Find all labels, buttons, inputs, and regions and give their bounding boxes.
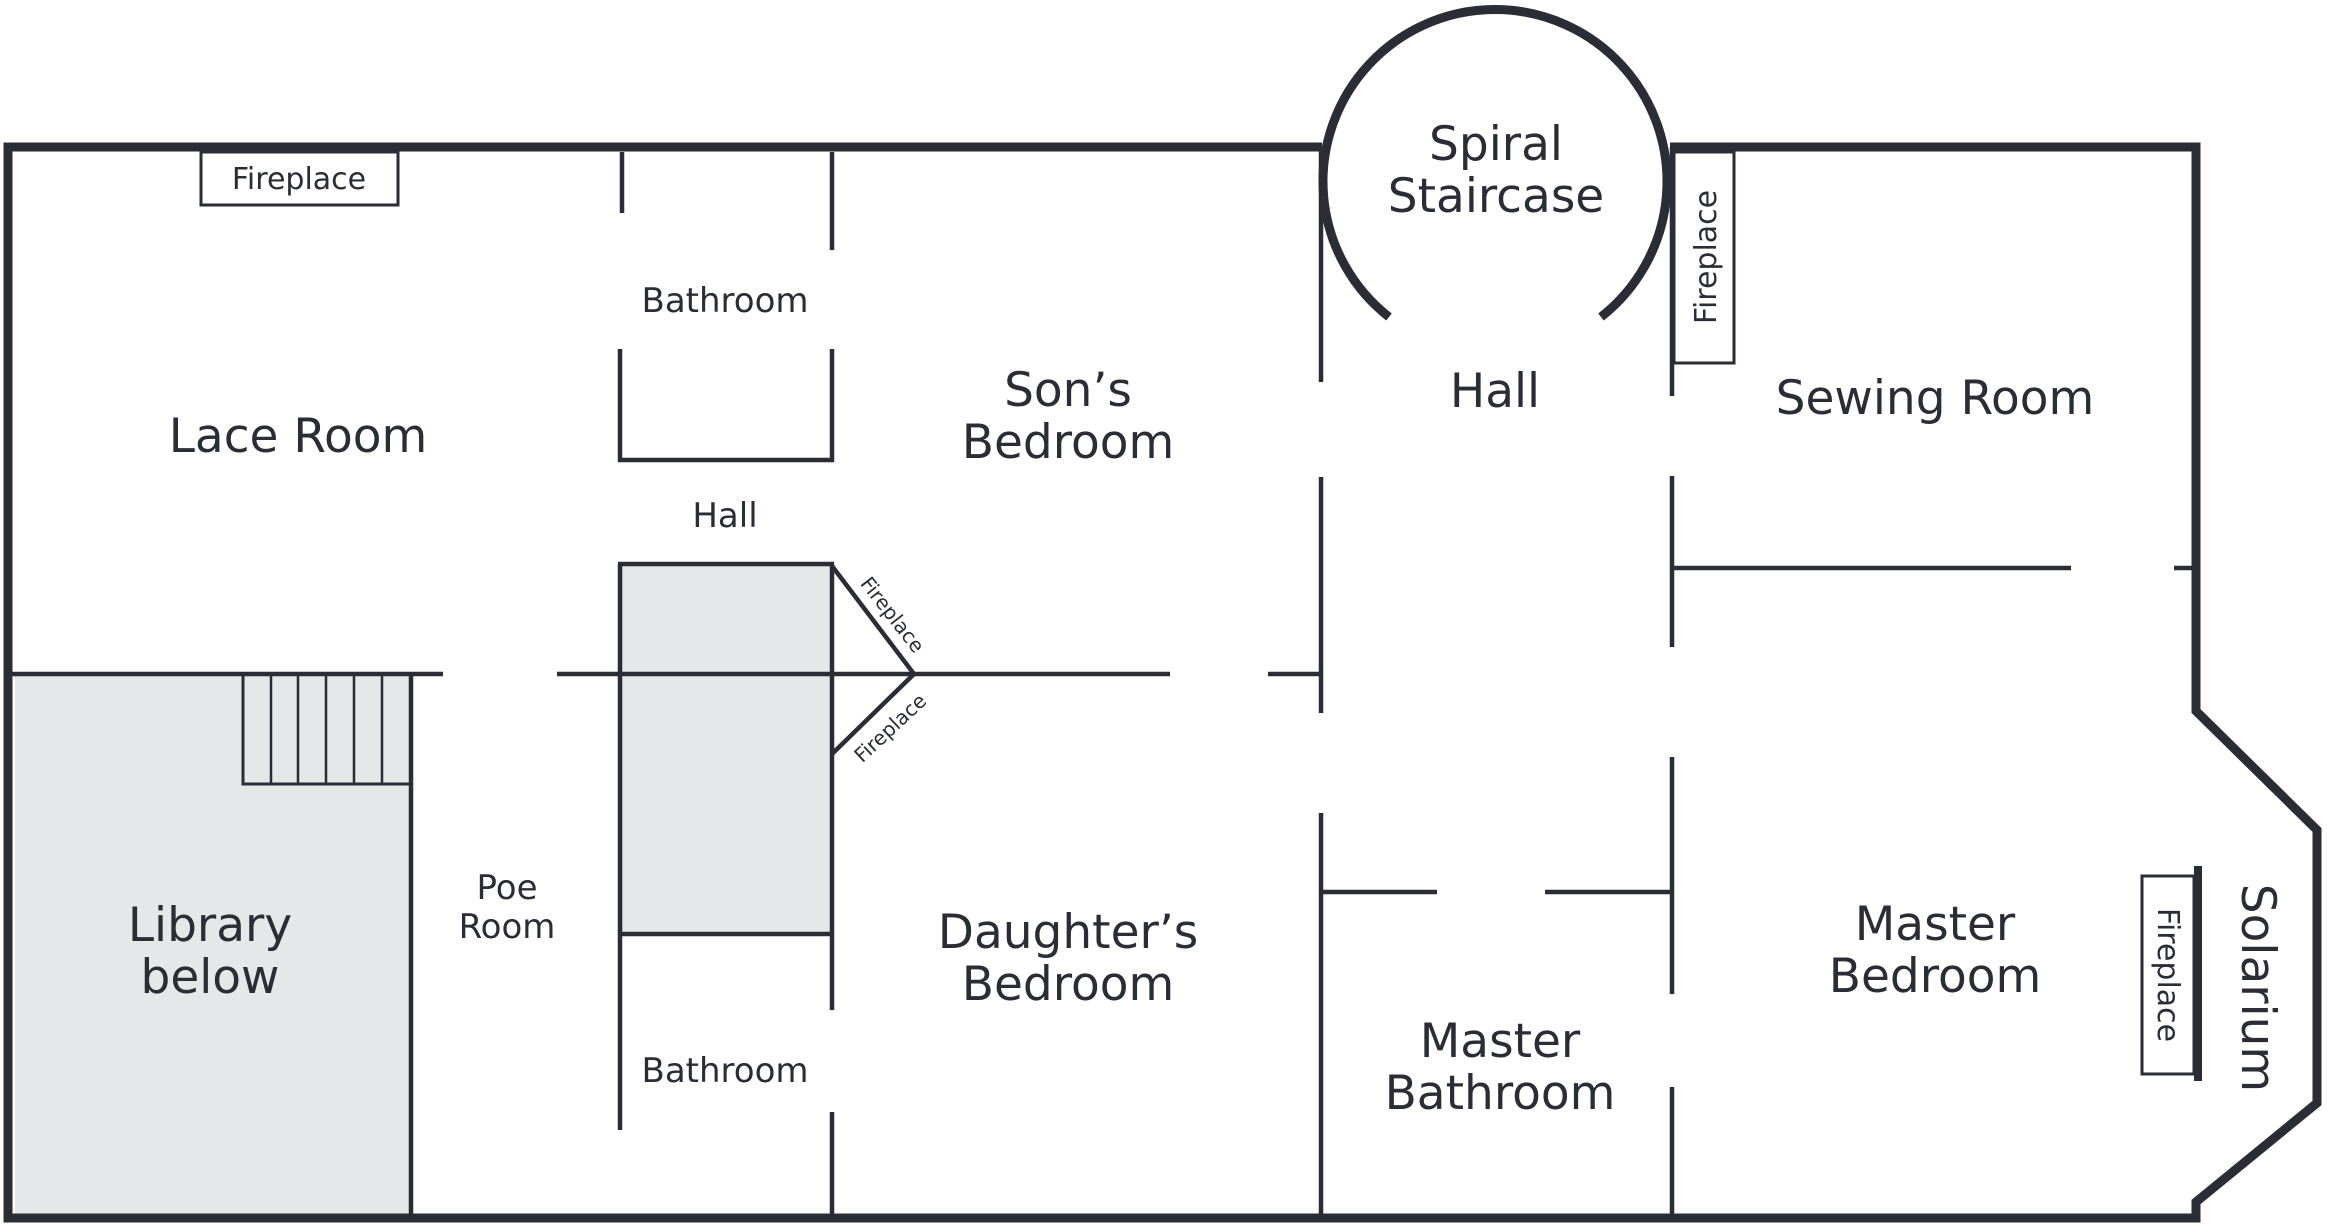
svg-text:Daughter’s: Daughter’s	[938, 905, 1199, 960]
svg-text:Fireplace: Fireplace	[1689, 190, 1724, 324]
master-bathroom-label: Master Bathroom	[1385, 1014, 1616, 1121]
svg-text:below: below	[140, 950, 279, 1005]
outer-wall	[3, 142, 2322, 1223]
library-label: Library below	[128, 898, 292, 1005]
poe-room-label: Poe Room	[459, 868, 556, 947]
hall-shaded-block	[620, 564, 832, 934]
fireplace-sewing-room: Fireplace	[1672, 150, 1736, 365]
svg-text:Poe: Poe	[476, 868, 537, 908]
sewing-room-label: Sewing Room	[1776, 371, 2095, 426]
svg-text:Staircase: Staircase	[1388, 169, 1604, 224]
svg-text:Bedroom: Bedroom	[962, 957, 1175, 1012]
spiral-staircase-wall	[1318, 5, 1672, 321]
bathroom-upper-label: Bathroom	[642, 281, 809, 321]
svg-text:Spiral: Spiral	[1429, 117, 1563, 172]
svg-text:Master: Master	[1420, 1014, 1581, 1069]
library-area	[15, 674, 411, 1214]
fireplace-master-bedroom: Fireplace	[2140, 874, 2196, 1076]
solarium-label: Solarium	[2230, 884, 2285, 1092]
svg-text:Bedroom: Bedroom	[1829, 949, 2042, 1004]
fireplace-lace-room: Fireplace	[199, 150, 400, 207]
master-bedroom-label: Master Bedroom	[1829, 897, 2042, 1004]
svg-text:Fireplace: Fireplace	[2150, 908, 2185, 1042]
interior-walls	[12, 147, 2202, 1218]
svg-text:Bathroom: Bathroom	[1385, 1066, 1616, 1121]
svg-text:Library: Library	[128, 898, 292, 953]
lace-room-label: Lace Room	[169, 409, 428, 464]
hall-center-label: Hall	[1450, 364, 1540, 419]
svg-text:Room: Room	[459, 907, 556, 947]
svg-text:Son’s: Son’s	[1004, 363, 1132, 418]
svg-text:Master: Master	[1855, 897, 2016, 952]
sons-bedroom-label: Son’s Bedroom	[962, 363, 1175, 470]
bathroom-lower-label: Bathroom	[642, 1051, 809, 1091]
hall-left-label: Hall	[692, 496, 757, 536]
spiral-staircase-label: Spiral Staircase	[1388, 117, 1604, 224]
daughters-bedroom-label: Daughter’s Bedroom	[938, 905, 1199, 1012]
svg-text:Fireplace: Fireplace	[232, 162, 366, 197]
svg-text:Bedroom: Bedroom	[962, 415, 1175, 470]
